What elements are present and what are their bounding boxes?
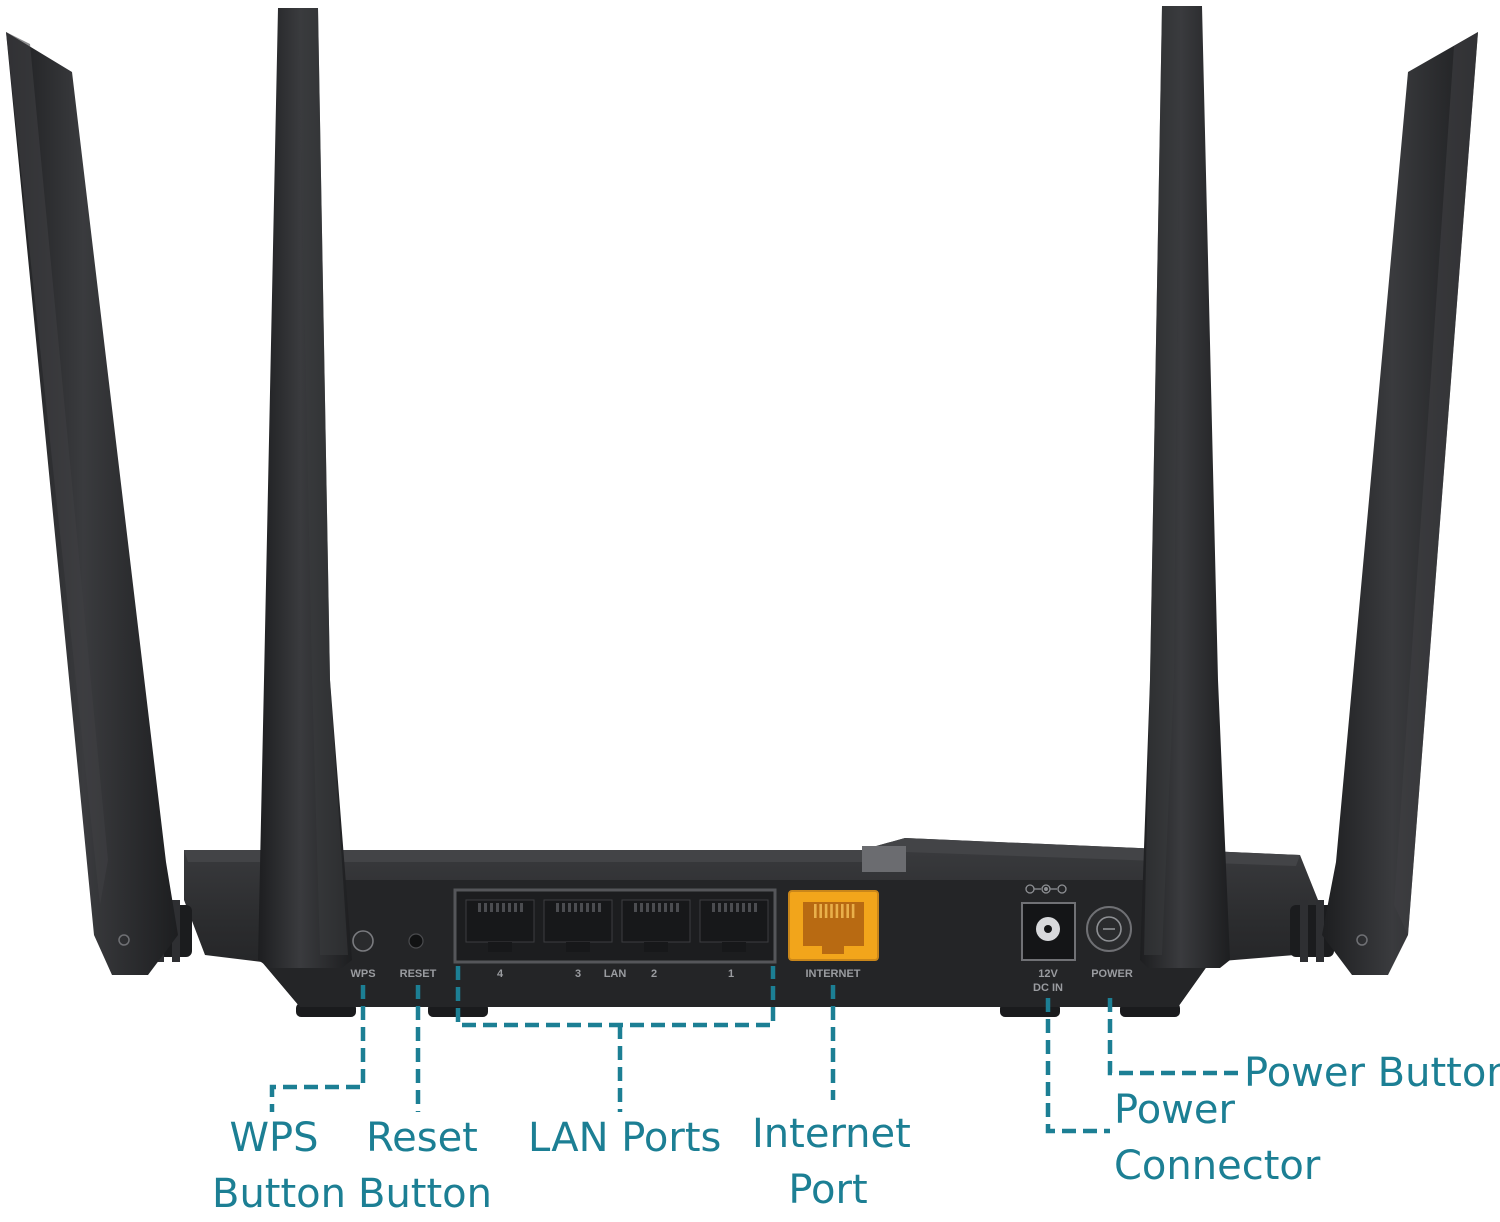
lan-port-pin — [580, 903, 583, 912]
reset-button[interactable] — [408, 933, 424, 949]
lan-port-pin — [520, 903, 523, 912]
panel-label-lan-3: 3 — [575, 968, 581, 980]
lan-port-pin — [754, 903, 757, 912]
panel-label-internet: INTERNET — [806, 968, 861, 980]
lan-port-pin — [748, 903, 751, 912]
lan-port-pin — [742, 903, 745, 912]
panel-label-lan-2: 2 — [651, 968, 657, 980]
lan-port-2[interactable] — [621, 899, 691, 952]
callout-power-connector-line-2: Connector — [1114, 1143, 1321, 1189]
lan-port-4[interactable] — [465, 899, 535, 952]
internet-port-jack — [803, 902, 864, 946]
panel-label-lan-4: 4 — [497, 968, 504, 980]
lan-port-pin — [490, 903, 493, 912]
dc-polarity-icon — [1025, 884, 1067, 894]
router-logo-strip — [862, 846, 906, 872]
antenna-screw-left — [118, 934, 130, 946]
callout-power-button-line-1: Power Button — [1244, 1050, 1500, 1096]
lan-port-1[interactable] — [699, 899, 769, 952]
lan-port-pin — [658, 903, 661, 912]
power-button-ring — [1096, 916, 1122, 942]
lan-port-pin — [568, 903, 571, 912]
antenna-outer-right — [1322, 32, 1478, 975]
callout-wps-line-2: Button — [212, 1171, 346, 1217]
panel-label-dc-in: DC IN — [1033, 982, 1063, 994]
internet-port-latch — [822, 946, 844, 954]
callout-line-power-connector — [1045, 998, 1110, 1134]
antenna-outer-left — [6, 32, 178, 975]
panel-label-wps: WPS — [350, 968, 375, 980]
lan-port-pin — [508, 903, 511, 912]
internet-port-pin — [841, 904, 844, 918]
lan-port-pin — [478, 903, 481, 912]
panel-label-reset: RESET — [400, 968, 437, 980]
lan-port-pin — [646, 903, 649, 912]
lan-port-pin — [514, 903, 517, 912]
panel-label-12v: 12V — [1038, 968, 1058, 980]
router-top-edge — [184, 838, 1300, 866]
antenna-screw-right — [1356, 934, 1368, 946]
panel-label-lan-1: 1 — [728, 968, 734, 980]
internet-port-pin — [846, 904, 849, 918]
callout-internet-line-2: Port — [788, 1167, 868, 1213]
wps-button[interactable] — [352, 930, 374, 952]
lan-port-pin — [676, 903, 679, 912]
callout-line-lan — [455, 966, 776, 1028]
callout-internet-line-1: Internet — [752, 1111, 911, 1157]
callout-power-connector-line-1: Power — [1114, 1087, 1235, 1133]
internet-port-pin — [830, 904, 833, 918]
antenna-hinge-right — [1290, 900, 1334, 962]
antenna-inner-left — [258, 8, 352, 968]
internet-port-pin — [835, 904, 839, 918]
lan-port-group — [465, 899, 769, 952]
lan-port-pin — [730, 903, 733, 912]
callout-reset-line-1: Reset — [366, 1115, 478, 1161]
lan-port-pin — [598, 903, 601, 912]
callout-line-power-button — [1107, 998, 1238, 1076]
lan-port-pin — [640, 903, 643, 912]
callout-power-button: Power Button — [1244, 1045, 1500, 1101]
internet-port-pin — [851, 904, 855, 918]
callout-lan-line-1: LAN Ports — [528, 1115, 722, 1161]
power-connector-pin — [1044, 925, 1052, 933]
lan-port-pin — [670, 903, 673, 912]
callout-reset-button: Reset Button — [358, 1110, 492, 1222]
internet-port-pins — [814, 904, 855, 918]
lan-port-pin — [574, 903, 577, 912]
lan-port-pin — [664, 903, 667, 912]
lan-port-pin — [634, 903, 637, 912]
callout-lan-ports: LAN Ports — [528, 1110, 721, 1166]
callout-line-wps — [269, 985, 366, 1112]
lan-port-pin — [562, 903, 565, 912]
lan-port-pin — [592, 903, 595, 912]
lan-port-pin — [736, 903, 739, 912]
lan-port-pin — [502, 903, 505, 912]
lan-port-pin — [712, 903, 715, 912]
callout-wps-button: WPS Button — [212, 1110, 346, 1222]
callout-reset-line-2: Button — [358, 1171, 492, 1217]
internet-port-pin — [824, 904, 828, 918]
lan-port-pin — [484, 903, 487, 912]
lan-port-3[interactable] — [543, 899, 613, 952]
internet-port-pin — [814, 904, 817, 918]
lan-port-pin — [724, 903, 727, 912]
lan-port-pin — [586, 903, 589, 912]
panel-label-power: POWER — [1091, 968, 1133, 980]
lan-port-pin — [718, 903, 721, 912]
antenna-inner-right — [1140, 6, 1230, 968]
panel-label-lan: LAN — [604, 968, 627, 980]
internet-port-pin — [819, 904, 822, 918]
lan-port-pin — [556, 903, 559, 912]
callout-power-connector: Power Connector — [1114, 1082, 1320, 1194]
callout-internet-port: Internet Port — [752, 1106, 911, 1218]
lan-port-pin — [496, 903, 499, 912]
callout-wps-line-1: WPS — [229, 1115, 319, 1161]
lan-port-pin — [652, 903, 655, 912]
